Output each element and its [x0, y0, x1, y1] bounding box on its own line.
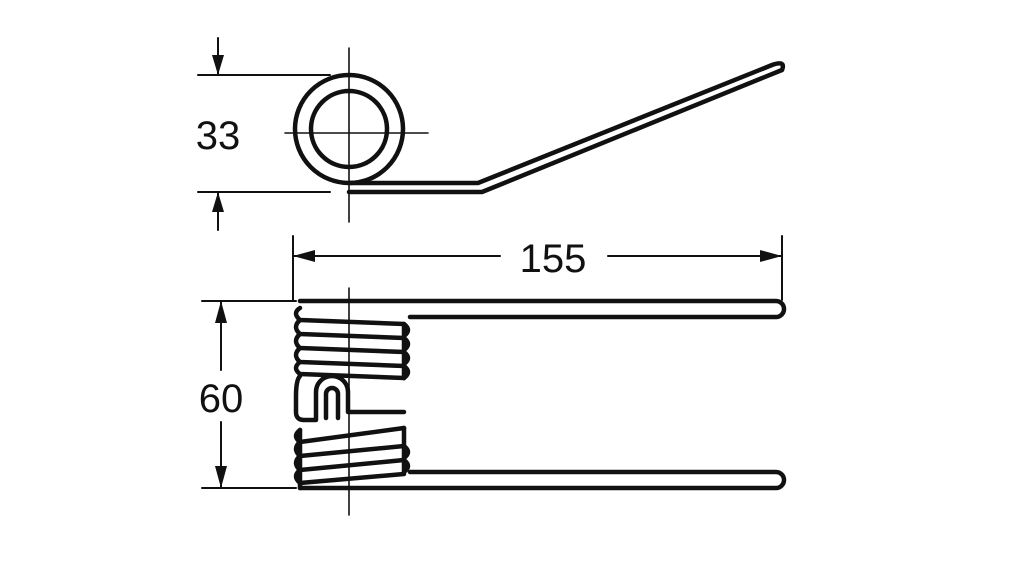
dim-60-arrow-bottom	[215, 466, 227, 488]
lower-leg-outline	[297, 469, 787, 491]
tine-leg-outline	[346, 61, 786, 195]
dim-60-arrow-top	[215, 301, 227, 323]
top-view: 33	[196, 37, 786, 231]
dim-155-arrow-left	[293, 250, 315, 262]
dim-155-arrow-right	[760, 250, 782, 262]
upper-coil-windings	[293, 305, 411, 381]
dim-33-label: 33	[196, 114, 241, 158]
upper-leg-outline	[297, 298, 787, 320]
front-view: 155 60	[199, 235, 787, 516]
dim-33-arrow-top	[212, 55, 224, 75]
dim-155-label: 155	[520, 237, 587, 281]
dim-60-label: 60	[199, 377, 244, 421]
center-loop-inner	[323, 385, 341, 421]
coil-inner-ring	[308, 88, 390, 170]
dim-33-arrow-bottom	[212, 192, 224, 212]
center-loop	[293, 373, 407, 423]
lower-coil-windings	[293, 425, 411, 491]
